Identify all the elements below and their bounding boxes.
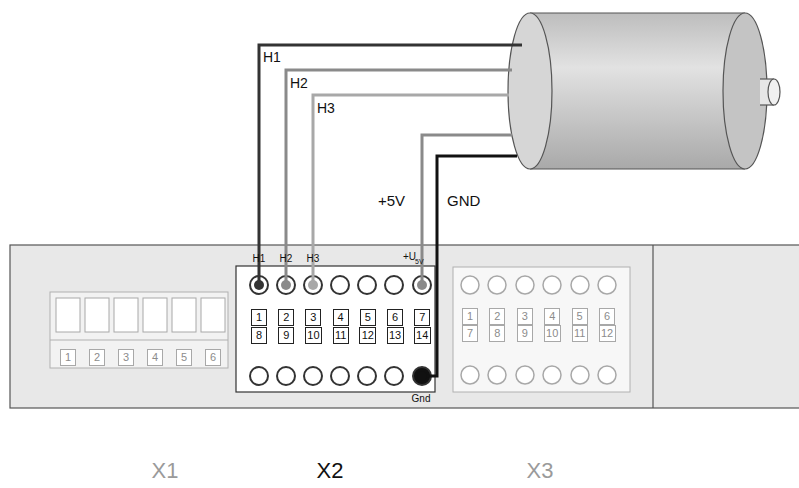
connector-name: X2 <box>317 460 344 482</box>
pin-number: 13 <box>389 329 401 341</box>
x1-connector <box>50 292 228 368</box>
x1-terminals <box>56 298 225 332</box>
pin-number-box: 12 <box>599 325 616 342</box>
pin-number-box: 5 <box>176 349 192 366</box>
pin-number: 9 <box>283 329 289 341</box>
x2-connector <box>236 266 435 392</box>
pin-number: 1 <box>65 351 71 363</box>
pin-number-box: 10 <box>544 325 561 342</box>
signal-name: H2 <box>290 76 308 90</box>
pin-number: 5 <box>365 311 371 323</box>
pin-number: 1 <box>256 311 262 323</box>
pin-number-box: 7 <box>462 325 478 342</box>
wire-ends <box>254 280 427 381</box>
pin-number: 5 <box>577 310 583 322</box>
pin-number: 3 <box>522 310 528 322</box>
pin-number-box: 2 <box>89 349 105 366</box>
pin-number-box: 6 <box>387 309 403 326</box>
x1-separator <box>50 340 228 341</box>
pin-number-box: 11 <box>572 325 588 342</box>
pin-number: 9 <box>522 327 528 339</box>
pin-number: 4 <box>549 310 555 322</box>
pin-number-box: 9 <box>517 325 533 342</box>
pin-name: +U <box>403 252 416 262</box>
pin-number-box: 5 <box>360 309 376 326</box>
pin-number-box: 3 <box>118 349 134 366</box>
pin-number: 5 <box>181 351 187 363</box>
pin-number: 4 <box>152 351 158 363</box>
pin-number: 12 <box>362 329 374 341</box>
pin-number-box: 11 <box>333 327 349 344</box>
pin-number-box: 10 <box>305 327 322 344</box>
pin-number-box: 1 <box>462 308 478 325</box>
signal-name: GND <box>447 193 480 208</box>
pin-number: 7 <box>419 311 425 323</box>
pin-number-box: 3 <box>517 308 533 325</box>
pin-number: 6 <box>392 311 398 323</box>
pin-number-box: 14 <box>414 327 431 344</box>
pin-name-subscript: 5V <box>415 258 424 265</box>
pin-number: 11 <box>335 329 346 341</box>
pin-number-box: 6 <box>599 308 615 325</box>
pin-name: H2 <box>280 254 293 264</box>
x2-pin-circles <box>250 276 431 385</box>
pin-number: 6 <box>210 351 216 363</box>
pin-number: 2 <box>283 311 289 323</box>
pin-number-box: 12 <box>359 327 376 344</box>
connector-name: X3 <box>527 460 554 482</box>
pin-number-box: 4 <box>544 308 560 325</box>
pin-number-box: 6 <box>205 349 221 366</box>
pin-name: H1 <box>253 254 266 264</box>
pin-number: 2 <box>94 351 100 363</box>
signal-name: H3 <box>317 101 335 115</box>
pin-name: H3 <box>307 254 320 264</box>
signal-name: +5V <box>378 193 405 208</box>
pin-number-box: 3 <box>305 309 321 326</box>
pin-number-box: 2 <box>278 309 294 326</box>
pin-number: 10 <box>546 327 558 339</box>
pin-number-box: 8 <box>489 325 505 342</box>
pin-number: 8 <box>256 329 262 341</box>
pin-number: 1 <box>467 310 473 322</box>
pin-number: 10 <box>307 329 319 341</box>
pin-number-box: 13 <box>387 327 404 344</box>
pin-number: 2 <box>494 310 500 322</box>
pin-number: 14 <box>416 329 428 341</box>
pin-number-box: 1 <box>251 309 267 326</box>
pin-number-box: 9 <box>278 327 294 344</box>
pin-number-box: 1 <box>60 349 76 366</box>
signal-name: H1 <box>263 50 281 64</box>
pin-number-box: 8 <box>251 327 267 344</box>
pin-number-box: 7 <box>414 309 430 326</box>
pin-name: Gnd <box>412 394 431 404</box>
pin-number-box: 4 <box>333 309 349 326</box>
pin-number-box: 4 <box>147 349 163 366</box>
pin-number-box: 2 <box>489 308 505 325</box>
module-housing <box>10 245 799 408</box>
pin-number: 7 <box>467 327 473 339</box>
x3-connector <box>453 267 630 392</box>
connector-name: X1 <box>152 460 179 482</box>
pin-number-box: 5 <box>572 308 588 325</box>
wires <box>259 45 522 376</box>
pin-number: 3 <box>310 311 316 323</box>
pin-number: 3 <box>123 351 129 363</box>
pin-number: 12 <box>601 327 613 339</box>
motor <box>508 13 780 169</box>
pin-number: 4 <box>338 311 344 323</box>
pin-number: 6 <box>604 310 610 322</box>
x3-pin-circles <box>461 276 616 384</box>
pin-number: 8 <box>494 327 500 339</box>
pin-number: 11 <box>574 327 585 339</box>
module-divider <box>652 245 653 408</box>
